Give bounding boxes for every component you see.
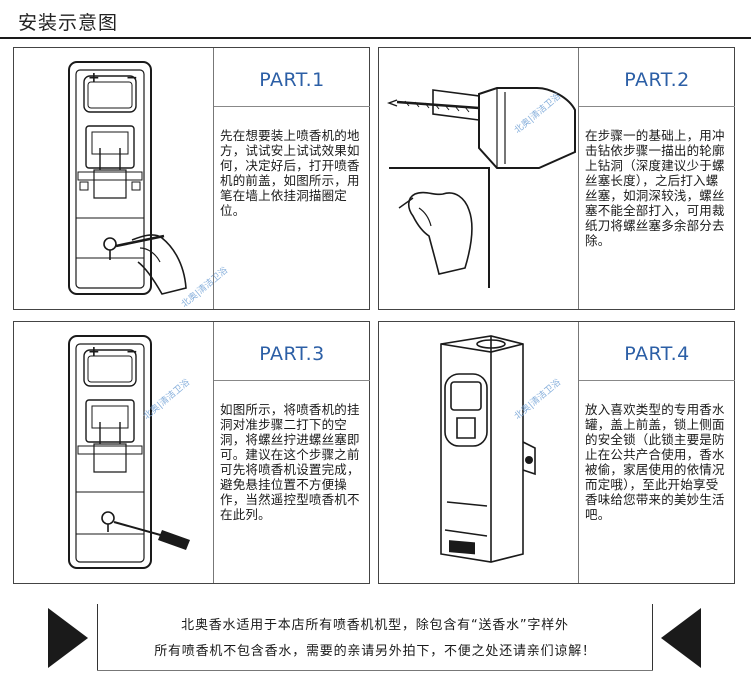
part-label-divider	[214, 106, 370, 107]
footer-divider-left	[97, 604, 98, 670]
svg-text:−: −	[126, 70, 138, 86]
dispenser-screw-mounting-icon: + −	[68, 335, 190, 569]
dispenser-open-front-marking-icon: + −	[68, 61, 187, 295]
svg-text:+: +	[88, 70, 100, 86]
footer-note-line-1: 北奥香水适用于本店所有喷香机机型，除包含有“送香水”字样外	[181, 618, 569, 633]
footer-note-line-2: 所有喷香机不包含香水，需要的亲请另外拍下，不便之处还请亲们谅解！	[154, 644, 596, 659]
step-panel-3: + − 北奥|清洁卫浴 PART.3 如图所示，将喷香机的挂洞对准步骤二打下的空…	[13, 321, 370, 584]
part-label-divider	[214, 380, 370, 381]
step-panel-4: 北奥|清洁卫浴 PART.4 放入喜欢类型的专用香水罐，盖上前盖，锁上侧面的安全…	[378, 321, 735, 584]
step-3-text-area: PART.3 如图所示，将喷香机的挂洞对准步骤二打下的空洞，将螺丝拧进螺丝塞即可…	[213, 322, 370, 583]
step-1-illustration: + −	[14, 48, 213, 309]
play-left-triangle-icon	[48, 608, 88, 668]
footer-notice: 北奥香水适用于本店所有喷香机机型，除包含有“送香水”字样外 所有喷香机不包含香水…	[0, 594, 751, 674]
svg-text:+: +	[88, 344, 100, 360]
step-1-text-area: PART.1 先在想要装上喷香机的地方，试试安上试试效果如何，决定好后，打开喷香…	[213, 48, 370, 309]
step-1-description: 先在想要装上喷香机的地方，试试安上试试效果如何，决定好后，打开喷香机的前盖，如图…	[220, 128, 360, 218]
step-4-part-label: PART.4	[624, 343, 690, 365]
play-right-triangle-icon	[661, 608, 701, 668]
step-4-illustration	[379, 322, 578, 583]
step-panel-1: + − 北奥|清洁卫浴 PART.1 先在想要装上喷香机的地方，试试安上试试效果…	[13, 47, 370, 310]
step-3-description: 如图所示，将喷香机的挂洞对准步骤二打下的空洞，将螺丝拧进螺丝塞即可。建议在这个步…	[220, 402, 360, 522]
step-4-description: 放入喜欢类型的专用香水罐，盖上前盖，锁上侧面的安全锁（此锁主要是防止在公共产合使…	[585, 402, 725, 522]
step-2-part-label: PART.2	[624, 69, 690, 91]
step-2-description: 在步骤一的基础上，用冲击钻依步骤一描出的轮廓上钻洞（深度建议少于螺丝塞长度），之…	[585, 128, 725, 248]
impact-drill-icon	[387, 87, 576, 288]
step-2-text-area: PART.2 在步骤一的基础上，用冲击钻依步骤一描出的轮廓上钻洞（深度建议少于螺…	[578, 48, 735, 309]
step-4-text-area: PART.4 放入喜欢类型的专用香水罐，盖上前盖，锁上侧面的安全锁（此锁主要是防…	[578, 322, 735, 583]
header-divider	[0, 37, 751, 39]
footer-divider-right	[652, 604, 653, 670]
svg-text:−: −	[126, 344, 138, 360]
step-3-illustration: + −	[14, 322, 213, 583]
part-label-divider	[579, 380, 735, 381]
part-label-divider	[579, 106, 735, 107]
page-header: 安装示意图	[0, 0, 751, 39]
step-panel-2: 北奥|清洁卫浴 PART.2 在步骤一的基础上，用冲击钻依步骤一描出的轮廓上钻洞…	[378, 47, 735, 310]
footer-bottom-rule	[97, 670, 653, 671]
step-1-part-label: PART.1	[259, 69, 325, 91]
page-title: 安装示意图	[18, 12, 119, 34]
closed-dispenser-icon	[440, 335, 536, 563]
step-2-illustration	[379, 48, 578, 309]
step-3-part-label: PART.3	[259, 343, 325, 365]
